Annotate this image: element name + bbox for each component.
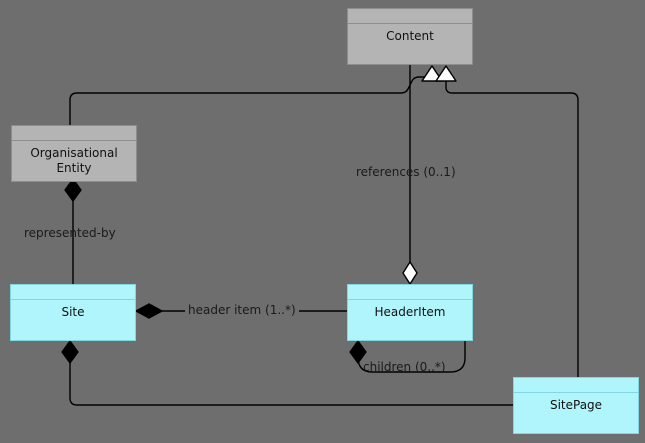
- uml-class-name-header-item: HeaderItem: [374, 305, 446, 319]
- uml-class-header-strip: [11, 285, 135, 300]
- hollow-diamond-references-icon: [402, 261, 418, 285]
- uml-class-organisational-entity[interactable]: Organisational Entity: [11, 125, 137, 182]
- uml-class-body: Content: [348, 24, 472, 64]
- edge-site-pages: [69, 360, 513, 406]
- uml-class-header-strip: [514, 378, 638, 393]
- edge-inheritance-site-page: [445, 70, 579, 377]
- uml-class-name-content: Content: [386, 29, 434, 43]
- inheritance-triangle-right-icon: [435, 65, 457, 82]
- uml-class-body: Site: [11, 300, 135, 340]
- filled-diamond-children-icon: [349, 340, 367, 364]
- uml-class-header-strip: [348, 9, 472, 24]
- filled-diamond-represented-by-icon: [64, 178, 82, 202]
- uml-class-name-site-page: SitePage: [549, 398, 603, 412]
- uml-class-header-strip: [12, 126, 136, 141]
- uml-class-name-organisational-entity: Organisational Entity: [30, 146, 118, 175]
- edge-label-header-item: header item (1..*): [185, 303, 299, 317]
- uml-class-body: Organisational Entity: [12, 141, 136, 181]
- inheritance-triangle-left-icon: [421, 65, 443, 82]
- edge-label-references: references (0..1): [356, 165, 456, 179]
- filled-diamond-site-pages-icon: [61, 340, 79, 364]
- uml-class-name-site: Site: [61, 305, 85, 319]
- uml-class-header-item[interactable]: HeaderItem: [347, 284, 473, 341]
- edge-label-represented-by: represented-by: [24, 226, 116, 240]
- uml-class-content[interactable]: Content: [347, 8, 473, 65]
- edge-children: [357, 341, 466, 373]
- edge-label-children: children (0..*): [363, 360, 446, 374]
- uml-class-site-page[interactable]: SitePage: [513, 377, 639, 434]
- uml-class-body: HeaderItem: [348, 300, 472, 340]
- uml-class-header-strip: [348, 285, 472, 300]
- filled-diamond-header-item-icon: [135, 303, 163, 319]
- edge-inheritance-org-entity: [69, 70, 433, 153]
- uml-class-site[interactable]: Site: [10, 284, 136, 341]
- uml-class-body: SitePage: [514, 393, 638, 433]
